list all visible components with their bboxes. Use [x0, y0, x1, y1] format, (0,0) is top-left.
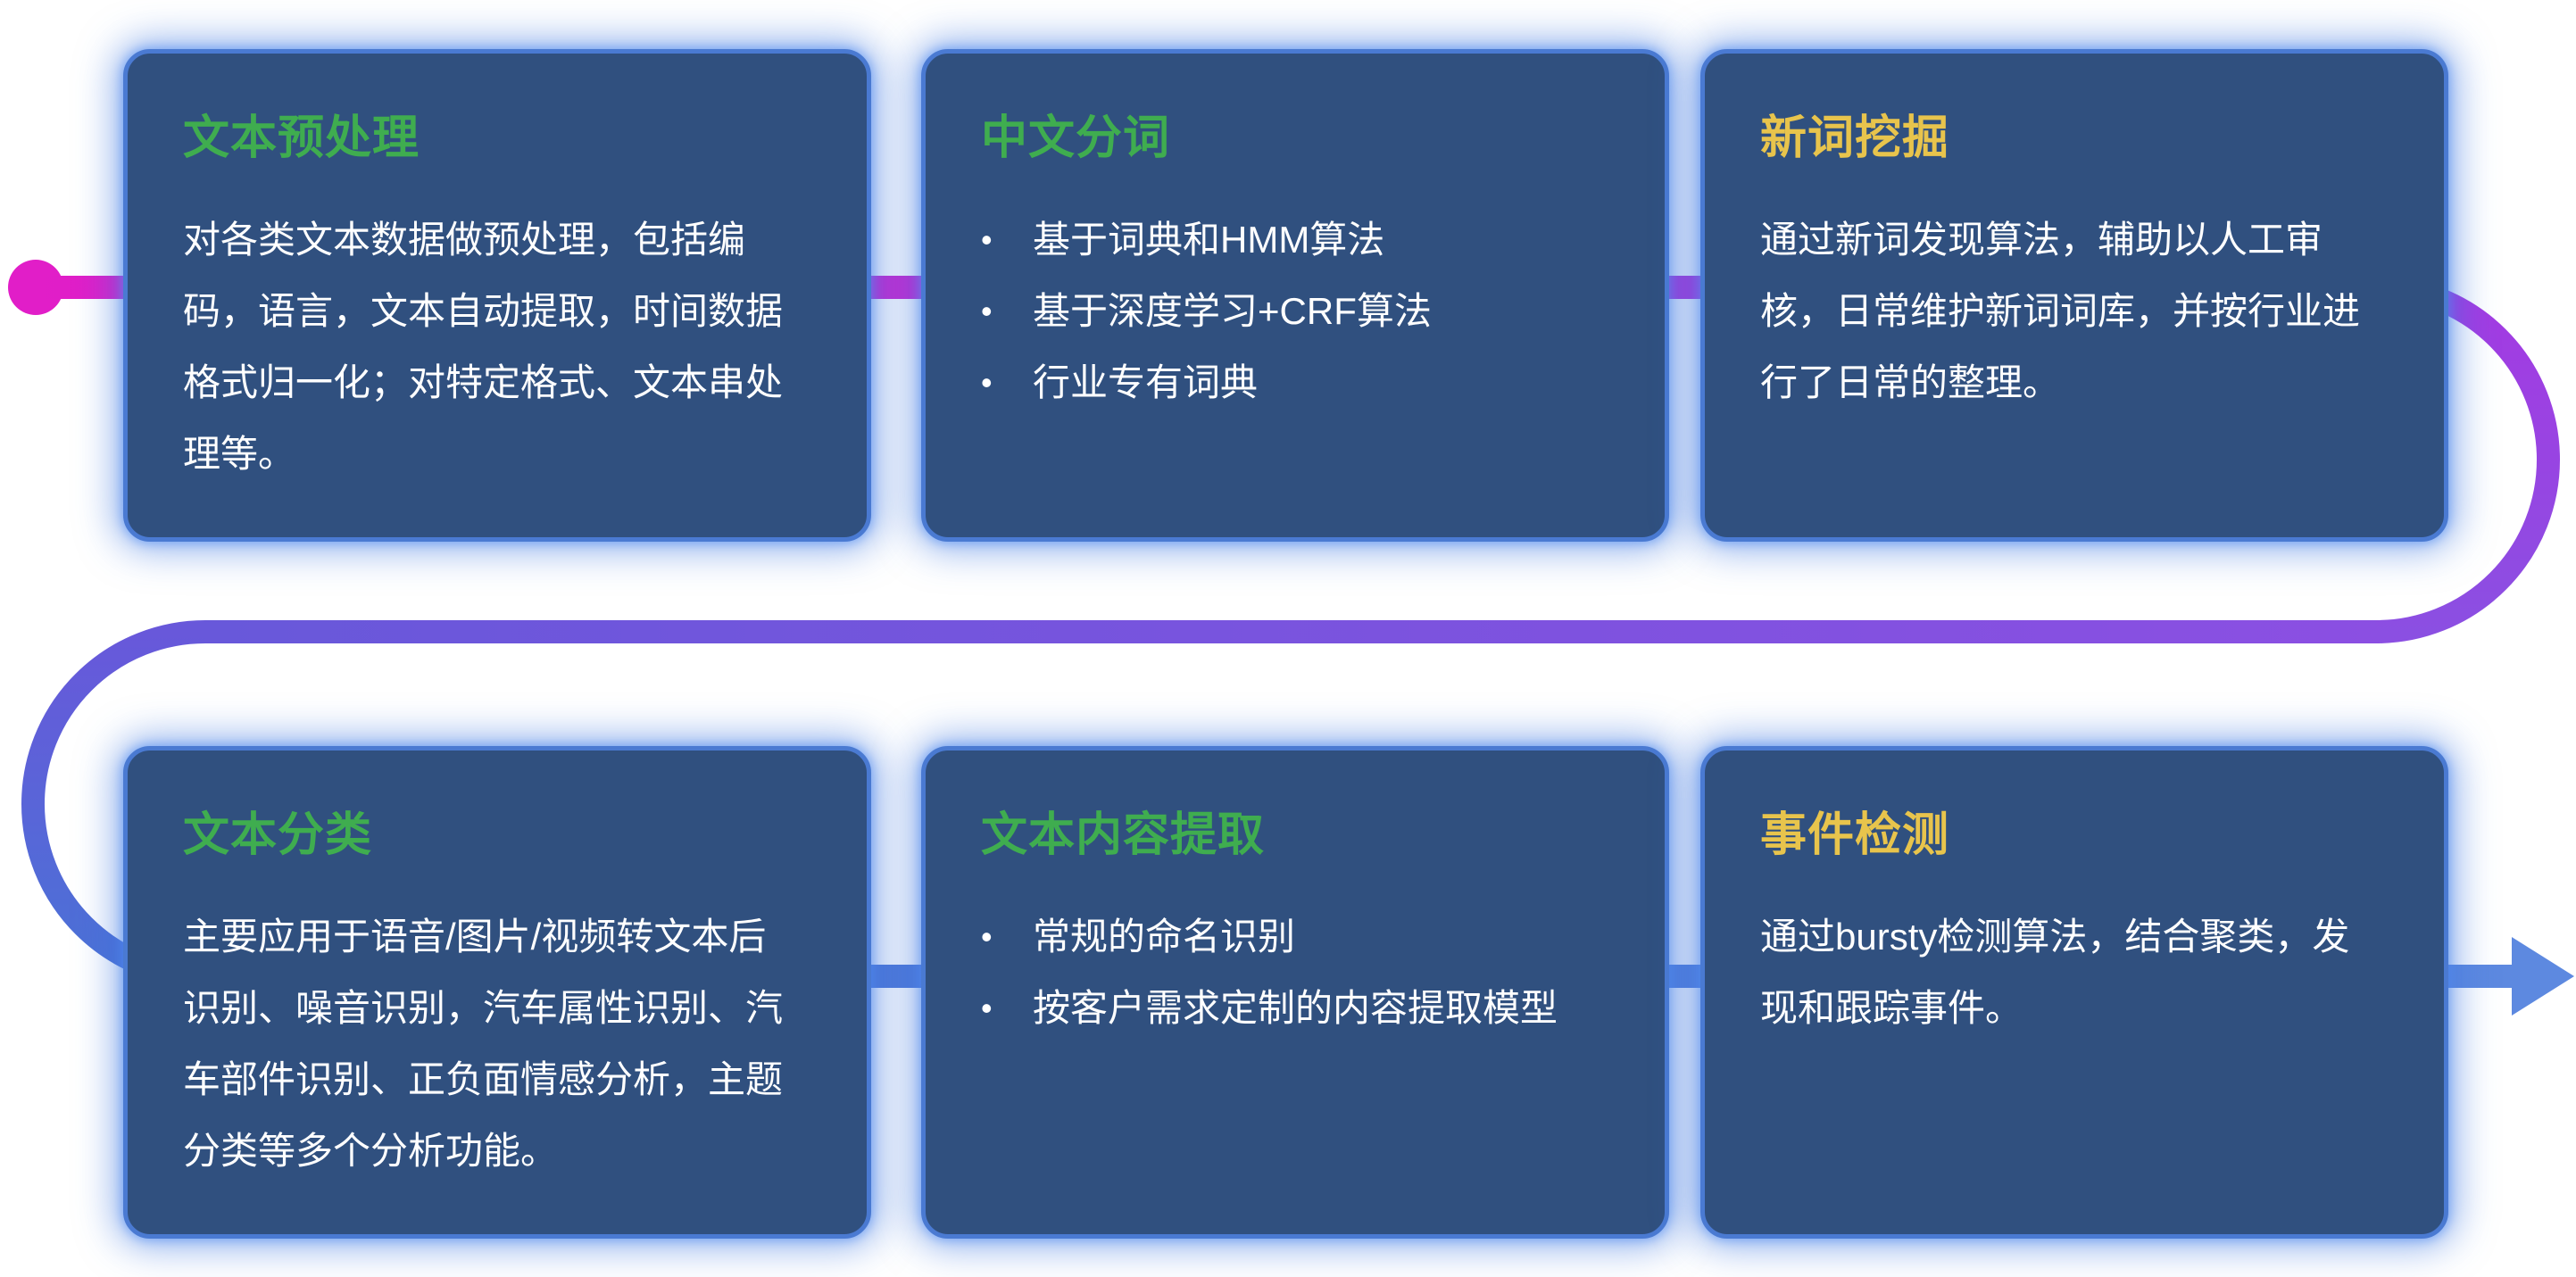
card-event-detection: 事件检测 通过bursty检测算法，结合聚类，发现和跟踪事件。 [1700, 746, 2448, 1239]
flow-right-curve [2375, 276, 2561, 643]
bullet-item: • 基于深度学习+CRF算法 [981, 276, 1609, 347]
card-body-text-classification: 主要应用于语音/图片/视频转文本后识别、噪音识别，汽车属性识别、汽车部件识别、正… [183, 916, 784, 1172]
card-new-word-mining: 新词挖掘 通过新词发现算法，辅助以人工审核，日常维护新词词库，并按行业进行了日常… [1700, 49, 2448, 542]
bullet-icon: • [981, 221, 993, 258]
flow-arrow-head-icon [2512, 937, 2574, 1016]
flow-left-curve [21, 620, 206, 988]
card-title-chinese-word-segmentation: 中文分词 [981, 112, 1171, 164]
bullet-text: 行业专有词典 [1033, 361, 1259, 403]
bullet-list-text-content-extraction: • 常规的命名识别 • 按客户需求定制的内容提取模型 [981, 901, 1609, 1044]
card-text-content-extraction: 文本内容提取 • 常规的命名识别 • 按客户需求定制的内容提取模型 [921, 746, 1669, 1239]
card-body-event-detection: 通过bursty检测算法，结合聚类，发现和跟踪事件。 [1760, 916, 2350, 1029]
bullet-list-chinese-word-segmentation: • 基于词典和HMM算法 • 基于深度学习+CRF算法 • 行业专有词典 [981, 204, 1609, 419]
card-text-classification: 文本分类 主要应用于语音/图片/视频转文本后识别、噪音识别，汽车属性识别、汽车部… [123, 746, 871, 1239]
card-chinese-word-segmentation: 中文分词 • 基于词典和HMM算法 • 基于深度学习+CRF算法 • 行业专有词典 [921, 49, 1669, 542]
card-body-new-word-mining: 通过新词发现算法，辅助以人工审核，日常维护新词词库，并按行业进行了日常的整理。 [1760, 219, 2361, 403]
card-title-text-content-extraction: 文本内容提取 [981, 809, 1266, 861]
card-body-text-preprocessing: 对各类文本数据做预处理，包括编码，语言，文本自动提取，时间数据格式归一化；对特定… [183, 219, 784, 475]
card-title-text-preprocessing: 文本预处理 [183, 112, 420, 164]
bullet-icon: • [981, 918, 993, 955]
bullet-text: 常规的命名识别 [1033, 916, 1296, 958]
bullet-item: • 行业专有词典 [981, 347, 1609, 419]
card-title-event-detection: 事件检测 [1760, 809, 1950, 861]
bullet-item: • 按客户需求定制的内容提取模型 [981, 973, 1609, 1044]
card-title-text-classification: 文本分类 [183, 809, 373, 861]
bullet-text: 按客户需求定制的内容提取模型 [1033, 987, 1558, 1029]
bullet-text: 基于深度学习+CRF算法 [1033, 290, 1432, 332]
card-title-new-word-mining: 新词挖掘 [1760, 112, 1950, 164]
bullet-item: • 常规的命名识别 [981, 901, 1609, 973]
bullet-icon: • [981, 364, 993, 401]
bullet-text: 基于词典和HMM算法 [1033, 219, 1385, 261]
bullet-icon: • [981, 293, 993, 329]
card-text-preprocessing: 文本预处理 对各类文本数据做预处理，包括编码，语言，文本自动提取，时间数据格式归… [123, 49, 871, 542]
bullet-icon: • [981, 990, 993, 1026]
bullet-item: • 基于词典和HMM算法 [981, 204, 1609, 276]
